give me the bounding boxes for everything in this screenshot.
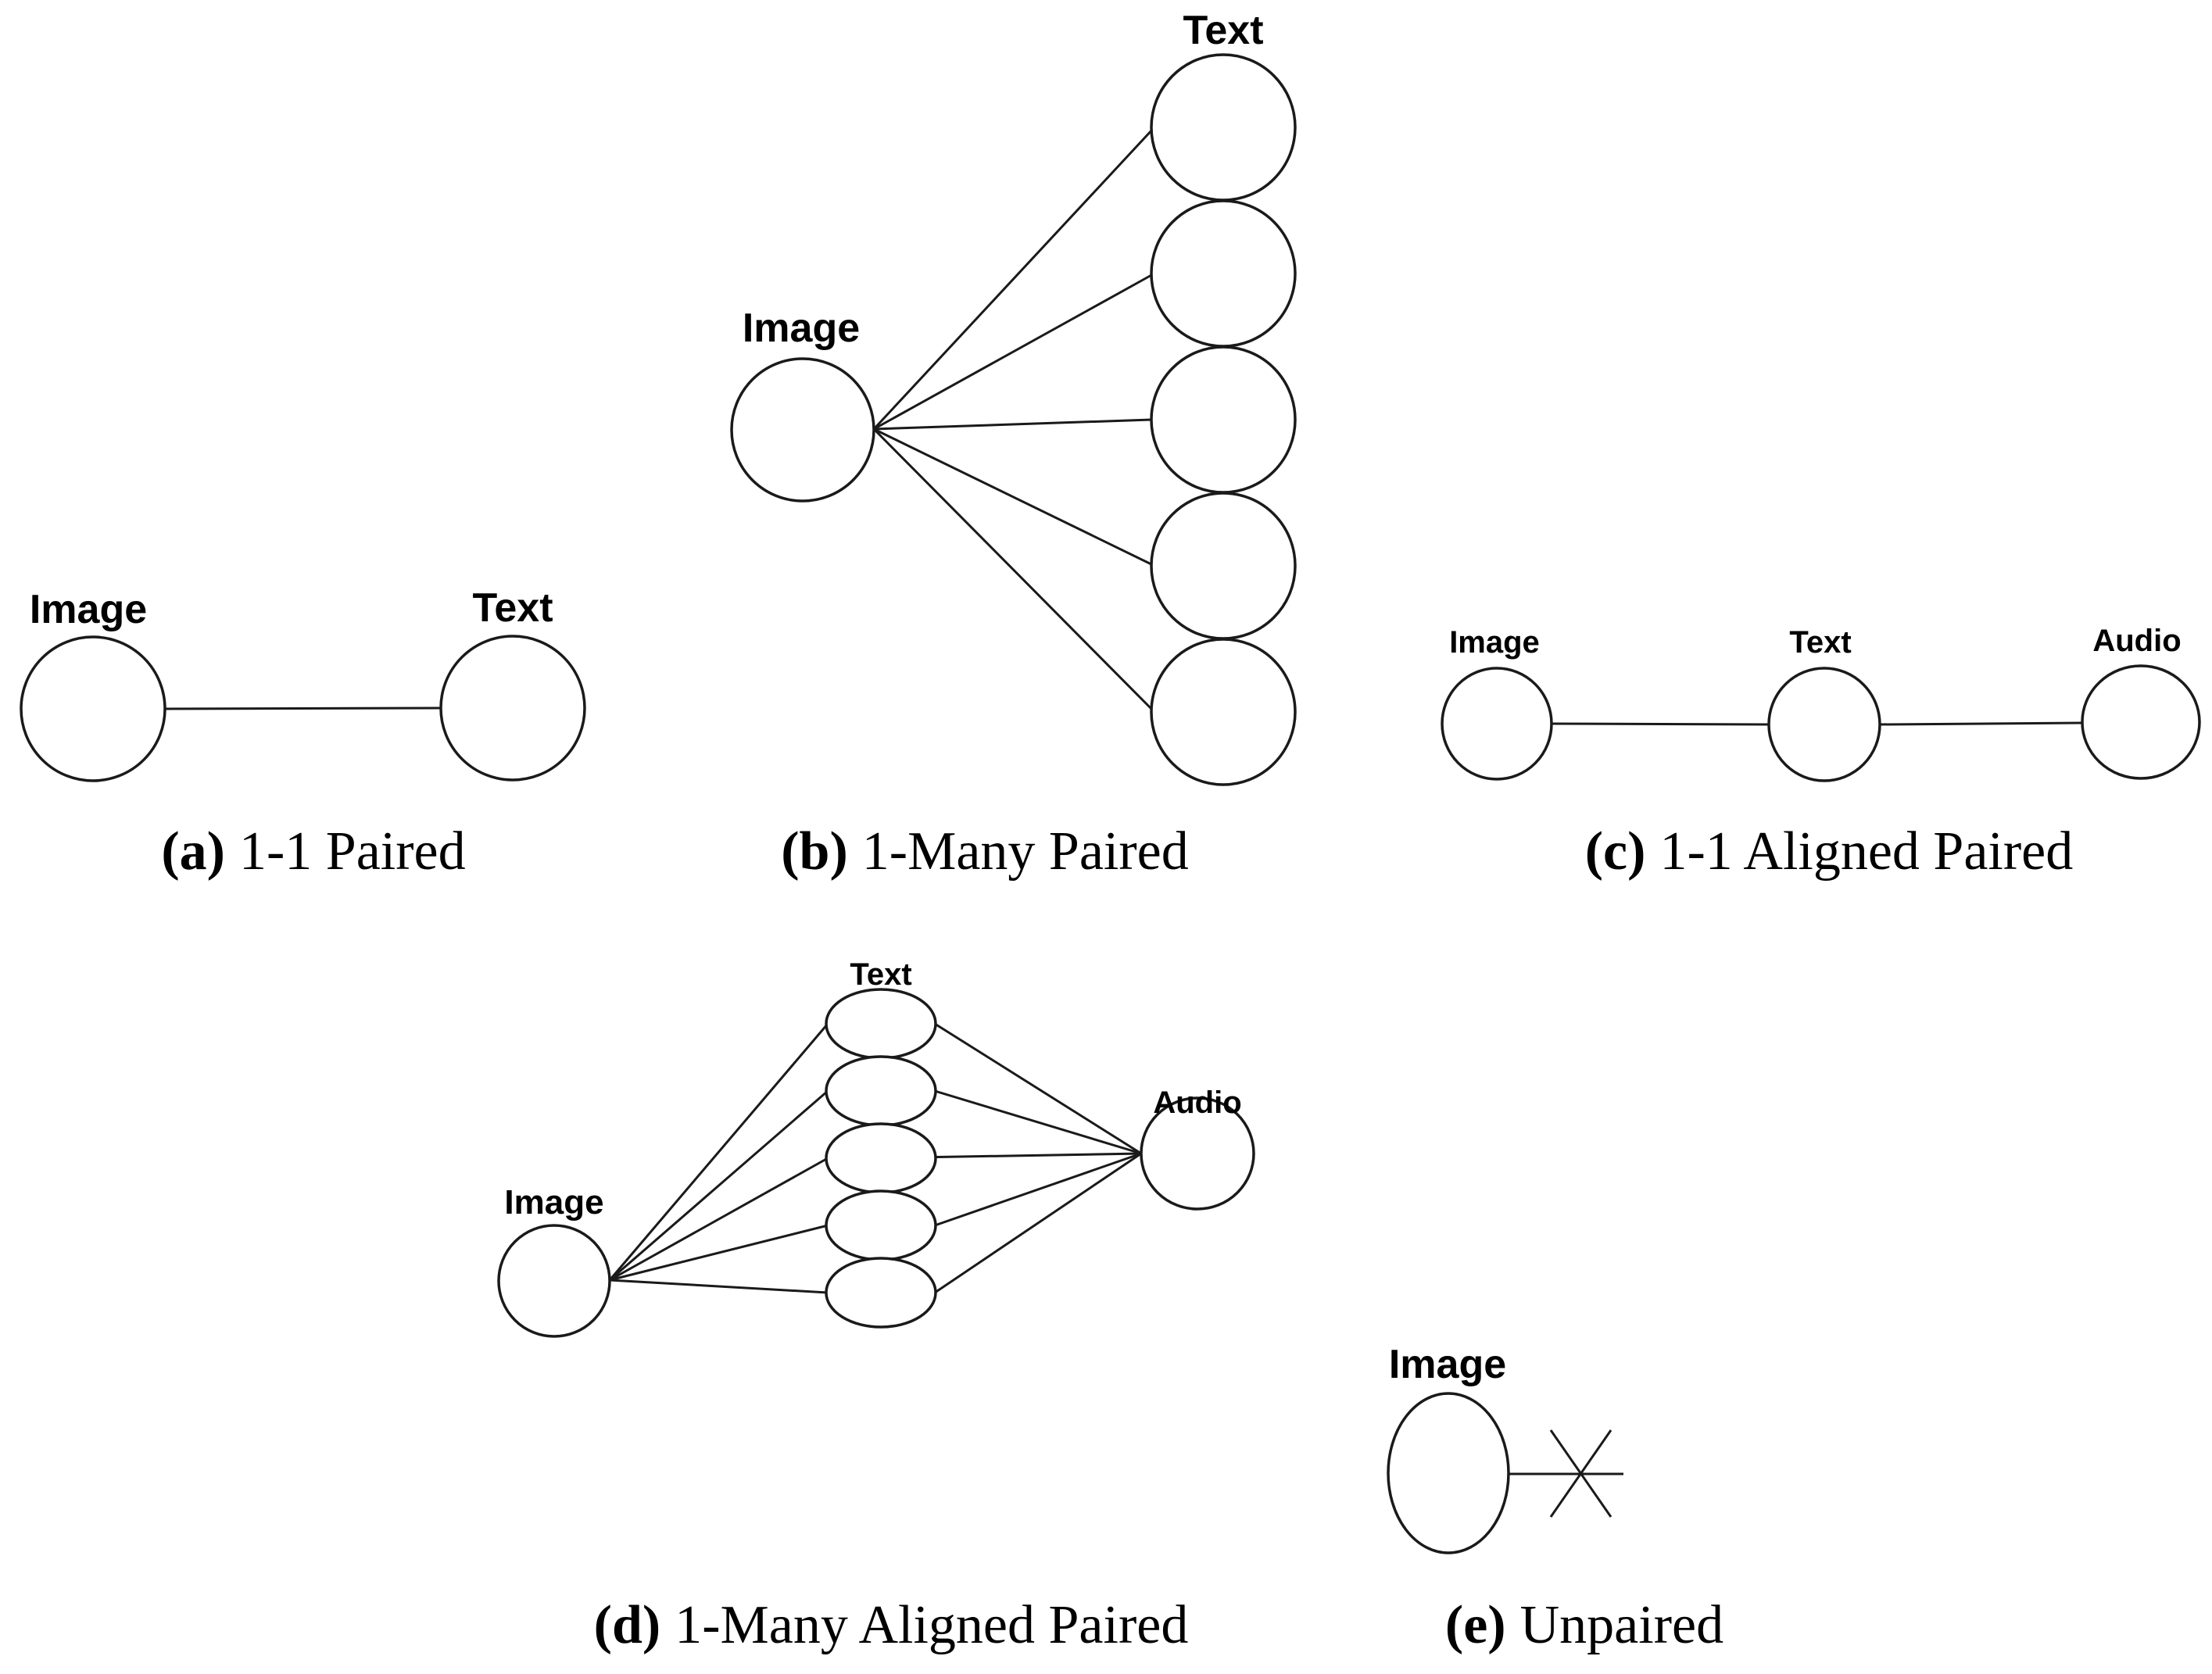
edge-image-text-3	[609, 1157, 829, 1282]
caption-a-tag: (a)	[161, 821, 225, 882]
edge-image-text	[165, 706, 442, 710]
panel-c: Image Text Audio (c)1-1 Aligned Paired	[1441, 624, 2201, 882]
edge-image-text-3	[873, 418, 1152, 431]
node-label-audio: Audio	[2092, 624, 2181, 658]
caption-e: (e)Unpaired	[1445, 1595, 1723, 1655]
panel-e: Image (e)Unpaired	[1387, 1342, 1723, 1655]
edge-text5-audio	[934, 1152, 1142, 1294]
caption-c-text: 1-1 Aligned Paired	[1659, 821, 2073, 882]
edge-text2-audio	[934, 1089, 1142, 1155]
edge-image-text-4	[609, 1224, 829, 1282]
edge-image-text-4	[873, 427, 1154, 567]
node-text-4	[1150, 492, 1297, 640]
node-image	[1387, 1392, 1510, 1554]
edge-text4-audio	[934, 1152, 1142, 1227]
node-text-5	[1150, 638, 1297, 786]
panel-b: Image Text (b)1-Many Paired	[730, 8, 1297, 882]
node-image	[730, 357, 875, 503]
node-label-image: Image	[1449, 625, 1540, 660]
node-text-4	[825, 1189, 937, 1261]
node-label-text: Text	[1789, 625, 1851, 660]
edge-image-text-5	[609, 1279, 829, 1294]
node-text-2	[1150, 199, 1297, 348]
node-text	[439, 635, 586, 782]
node-image	[497, 1224, 611, 1338]
node-text-3	[825, 1122, 937, 1194]
panel-a: Image Text (a)1-1 Paired	[20, 585, 586, 882]
node-label-image: Image	[504, 1183, 603, 1222]
node-label-image: Image	[1389, 1342, 1506, 1387]
caption-a: (a)1-1 Paired	[161, 821, 465, 882]
node-image	[20, 635, 166, 782]
node-text-3	[1150, 345, 1297, 494]
edge-text1-audio	[934, 1022, 1142, 1155]
node-label-image: Image	[30, 587, 147, 632]
node-label-text: Text	[472, 585, 553, 631]
node-label-audio: Audio	[1153, 1086, 1241, 1120]
node-audio	[2081, 664, 2201, 780]
caption-a-text: 1-1 Paired	[239, 821, 466, 882]
caption-d-tag: (d)	[594, 1595, 661, 1655]
edge-image-text-2	[609, 1089, 829, 1282]
edge-text-audio	[1879, 721, 2083, 726]
edge-image-text-1	[608, 1023, 829, 1281]
edge-image-text-2	[873, 273, 1154, 431]
caption-d-text: 1-Many Aligned Paired	[675, 1595, 1188, 1655]
node-text	[1767, 667, 1881, 782]
unpaired-cross-icon	[1549, 1429, 1612, 1518]
edge-image-text-1	[872, 127, 1154, 431]
panel-d: Image Text Audio (d)1-Many Aligned Paire…	[497, 957, 1255, 1655]
node-text-1	[1150, 53, 1297, 202]
caption-c: (c)1-1 Aligned Paired	[1585, 821, 2074, 882]
node-label-image: Image	[743, 306, 860, 351]
node-text-2	[825, 1055, 937, 1127]
caption-e-tag: (e)	[1445, 1595, 1506, 1655]
node-text-5	[825, 1257, 937, 1329]
caption-e-text: Unpaired	[1520, 1595, 1723, 1655]
node-label-text: Text	[1183, 8, 1263, 53]
node-text-1	[825, 988, 937, 1060]
caption-b-text: 1-Many Paired	[862, 821, 1189, 882]
node-image	[1441, 667, 1553, 781]
node-label-text: Text	[850, 957, 911, 992]
node-audio	[1140, 1096, 1255, 1211]
caption-d: (d)1-Many Aligned Paired	[594, 1595, 1189, 1655]
caption-b-tag: (b)	[781, 821, 848, 882]
caption-b: (b)1-Many Paired	[781, 821, 1189, 882]
caption-c-tag: (c)	[1585, 821, 1646, 882]
edge-image-text-5	[872, 427, 1154, 712]
